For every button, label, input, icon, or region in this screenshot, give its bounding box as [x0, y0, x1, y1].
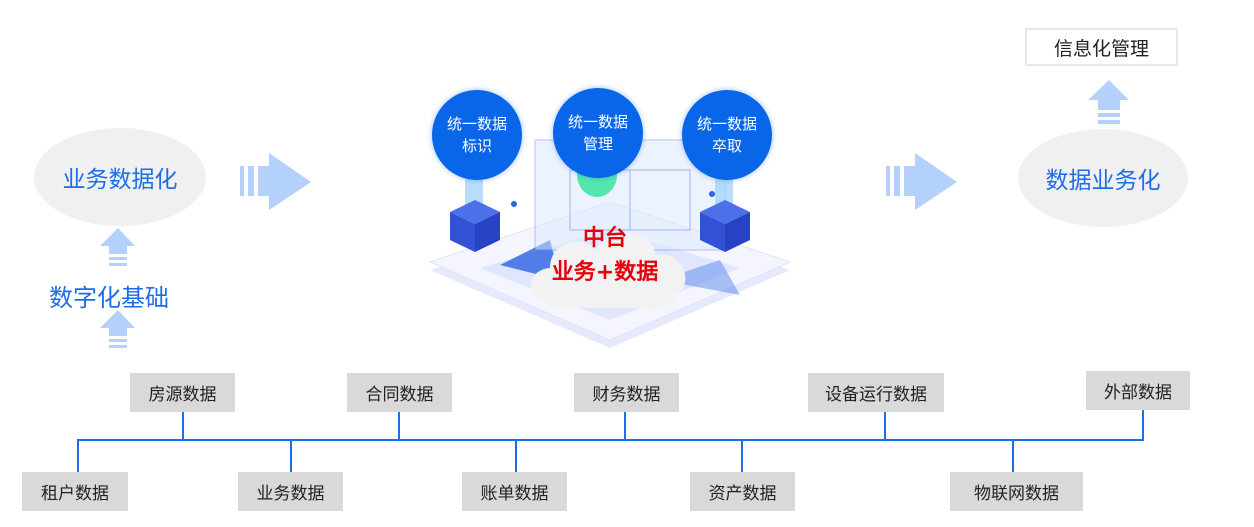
- business-datafication-ellipse: 业务数据化: [34, 128, 206, 226]
- connector: [77, 440, 79, 472]
- up-arrow-icon: [1088, 80, 1129, 124]
- source-contract-data: 合同数据: [347, 373, 452, 412]
- data-businessization-label: 数据业务化: [1045, 168, 1161, 194]
- digital-foundation-label: 数字化基础: [49, 284, 169, 312]
- circle-line1: 统一数据: [567, 113, 628, 131]
- connector: [741, 440, 743, 472]
- unified-data-fetch-circle: 统一数据卒取: [682, 90, 772, 180]
- source-housing-data: 房源数据: [130, 373, 235, 412]
- info-management-label: 信息化管理: [1053, 37, 1149, 60]
- unified-data-id-circle: 统一数据标识: [432, 90, 522, 180]
- business-datafication-label: 业务数据化: [62, 167, 178, 193]
- circle-line1: 统一数据: [446, 115, 507, 133]
- circle-line2: 标识: [461, 137, 492, 155]
- connector: [290, 440, 292, 472]
- source-equipment-data: 设备运行数据: [808, 373, 944, 412]
- connector: [398, 412, 400, 440]
- source-billing-data: 账单数据: [462, 472, 567, 511]
- circle-line2: 管理: [582, 135, 613, 153]
- connector: [182, 412, 184, 440]
- middle-platform-cloud-text: 中台 业务+数据: [535, 222, 675, 290]
- data-businessization-ellipse: 数据业务化: [1018, 129, 1188, 227]
- source-tenant-data: 租户数据: [22, 472, 128, 511]
- cloud-subtitle: 业务+数据: [551, 260, 659, 285]
- connector: [884, 412, 886, 440]
- info-management-box: 信息化管理: [1025, 28, 1178, 66]
- connector: [515, 440, 517, 472]
- connector: [1012, 440, 1014, 472]
- right-arrow-icon: [240, 153, 311, 210]
- circle-line1: 统一数据: [696, 115, 757, 133]
- data-bus-line: [77, 439, 1144, 441]
- cloud-title: 中台: [582, 226, 627, 251]
- source-iot-data: 物联网数据: [950, 472, 1083, 511]
- up-arrow-icon: [100, 228, 135, 266]
- source-business-data: 业务数据: [238, 472, 343, 511]
- circle-line2: 卒取: [711, 137, 742, 155]
- connector: [1142, 410, 1144, 440]
- source-external-data: 外部数据: [1086, 371, 1190, 410]
- up-arrow-icon: [100, 310, 135, 348]
- connector: [624, 412, 626, 440]
- source-finance-data: 财务数据: [574, 373, 679, 412]
- source-asset-data: 资产数据: [690, 472, 795, 511]
- right-arrow-icon: [886, 153, 957, 210]
- unified-data-management-circle: 统一数据管理: [553, 88, 643, 178]
